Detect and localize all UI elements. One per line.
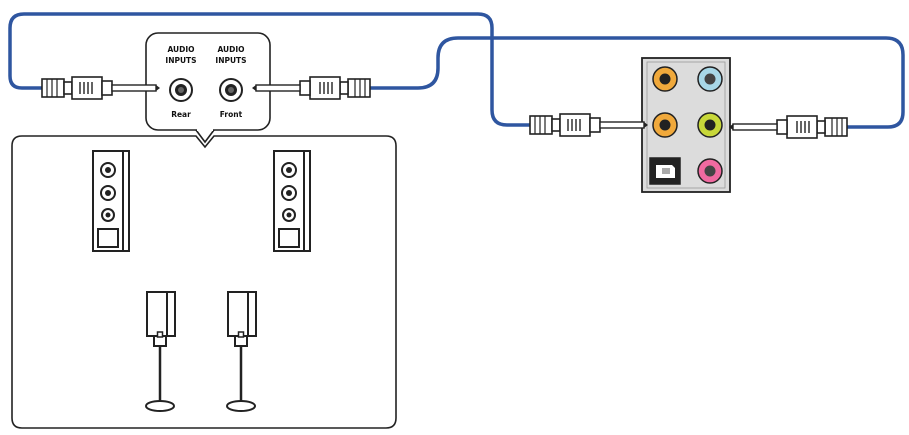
audio-cables bbox=[8, 12, 905, 129]
rear-audio-cable bbox=[8, 12, 532, 127]
rear-input-jack[interactable] bbox=[169, 78, 193, 102]
front-right-speaker-tower-icon bbox=[273, 150, 311, 252]
rear-heading-line2: INPUTS bbox=[165, 56, 196, 65]
front-audio-cable bbox=[365, 36, 905, 129]
front-input-jack[interactable] bbox=[219, 78, 243, 102]
rear-heading-line1: AUDIO bbox=[167, 45, 194, 54]
rear-speaker-jack-orange[interactable] bbox=[652, 112, 678, 138]
mic-in-jack-pink[interactable] bbox=[697, 158, 723, 184]
rear-rca-plug-icon[interactable] bbox=[41, 76, 161, 100]
optical-spdif-icon[interactable] bbox=[649, 157, 681, 185]
audio-inputs-panel: AUDIO INPUTS AUDIO INPUTS Rear Front bbox=[145, 32, 271, 131]
front-left-speaker-tower-icon bbox=[92, 150, 130, 252]
io-panel bbox=[641, 57, 731, 193]
front-speaker-jack-lime[interactable] bbox=[697, 112, 723, 138]
center-sub-jack-orange[interactable] bbox=[652, 66, 678, 92]
front-heading-line2: INPUTS bbox=[215, 56, 246, 65]
line-in-jack-light-blue[interactable] bbox=[697, 66, 723, 92]
io-front-rca-plug-icon[interactable] bbox=[728, 115, 848, 139]
rear-input-label: Rear bbox=[171, 110, 191, 119]
front-input-label: Front bbox=[220, 110, 243, 119]
front-heading-line1: AUDIO bbox=[217, 45, 244, 54]
io-rear-rca-plug-icon[interactable] bbox=[529, 113, 649, 137]
panel-pointer bbox=[195, 129, 215, 144]
speaker-system bbox=[11, 135, 397, 429]
